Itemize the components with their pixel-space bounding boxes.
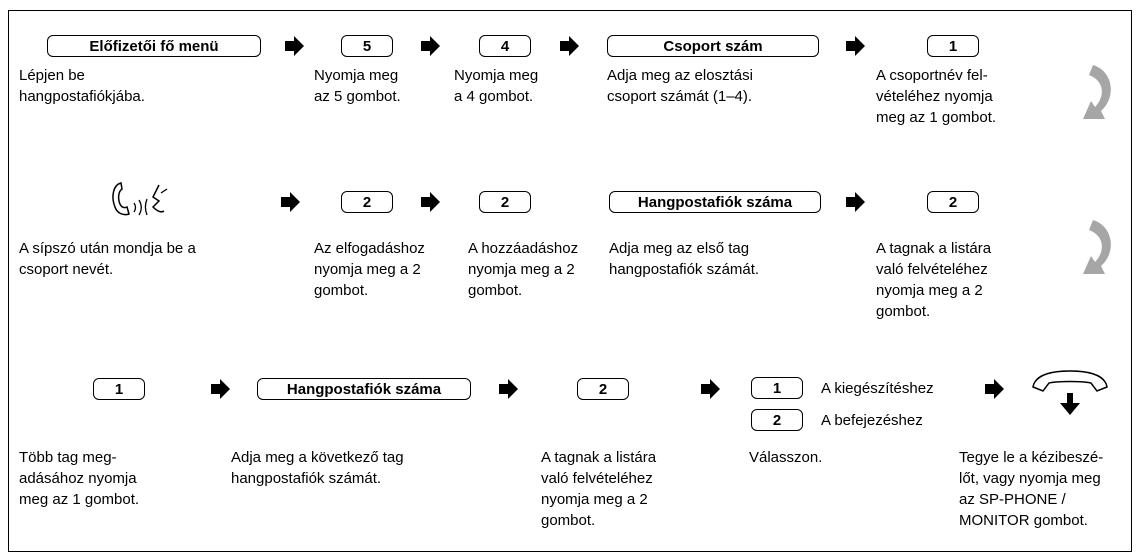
step-description: Nyomja meg az 5 gombot. (314, 67, 401, 105)
right-arrow-icon (285, 36, 304, 56)
key-2: 2 (751, 409, 803, 431)
right-arrow-icon (846, 36, 865, 56)
step-description: Válasszon. (749, 449, 823, 466)
speaking-handset-icon (112, 182, 168, 216)
right-arrow-icon (701, 379, 720, 399)
step-description: A csoportnév fel- vételéhez nyomja meg a… (876, 67, 997, 126)
step-description: Adja meg a következő tag hangpostafiók s… (231, 449, 404, 487)
key-1: 1 (927, 35, 979, 57)
right-arrow-icon (985, 379, 1004, 399)
key-4: 4 (479, 35, 531, 57)
key-2: 2 (927, 191, 979, 213)
right-arrow-icon (211, 379, 230, 399)
complete-option-label: A kiegészítéshez (821, 380, 934, 397)
step-description: Adja meg az első tag hangpostafiók számá… (609, 240, 760, 278)
curved-continue-arrow-icon (1083, 220, 1111, 274)
step-description: Adja meg az elosztási csoport számát (1–… (607, 67, 753, 105)
subscriber-main-menu-box: Előfizetői fő menü (47, 35, 261, 57)
step-description: A tagnak a listára való felvételéhez nyo… (541, 449, 657, 529)
key-1: 1 (751, 377, 803, 399)
step-description: A tagnak a listára való felvételéhez nyo… (876, 240, 992, 320)
step-description: Az elfogadáshoz nyomja meg a 2 gombot. (314, 240, 425, 299)
mailbox-number-box: Hangpostafiók száma (609, 191, 821, 213)
right-arrow-icon (846, 192, 865, 212)
right-arrow-icon (281, 192, 300, 212)
right-arrow-icon (499, 379, 518, 399)
group-number-box: Csoport szám (607, 35, 819, 57)
right-arrow-icon (421, 192, 440, 212)
step-description: Több tag meg- adásához nyomja meg az 1 g… (19, 449, 140, 508)
step-description: Lépjen be hangpostafiókjába. (19, 67, 145, 105)
key-2: 2 (341, 191, 393, 213)
mailbox-number-box: Hangpostafiók száma (257, 378, 471, 400)
step-description: A sípszó után mondja be a csoport nevét. (19, 240, 196, 278)
finish-option-label: A befejezéshez (821, 412, 923, 429)
key-2: 2 (479, 191, 531, 213)
key-2: 2 (577, 378, 629, 400)
instruction-frame: Előfizetői fő menü 5 4 Csoport szám 1 Lé… (8, 10, 1132, 552)
step-description: A hozzáadáshoz nyomja meg a 2 gombot. (468, 240, 579, 299)
key-1: 1 (93, 378, 145, 400)
right-arrow-icon (560, 36, 579, 56)
hang-up-handset-icon (1032, 370, 1108, 415)
step-description: Nyomja meg a 4 gombot. (454, 67, 539, 105)
curved-continue-arrow-icon (1083, 65, 1111, 119)
right-arrow-icon (421, 36, 440, 56)
step-description: Tegye le a kézibeszé- lőt, vagy nyomja m… (959, 449, 1104, 529)
key-5: 5 (341, 35, 393, 57)
